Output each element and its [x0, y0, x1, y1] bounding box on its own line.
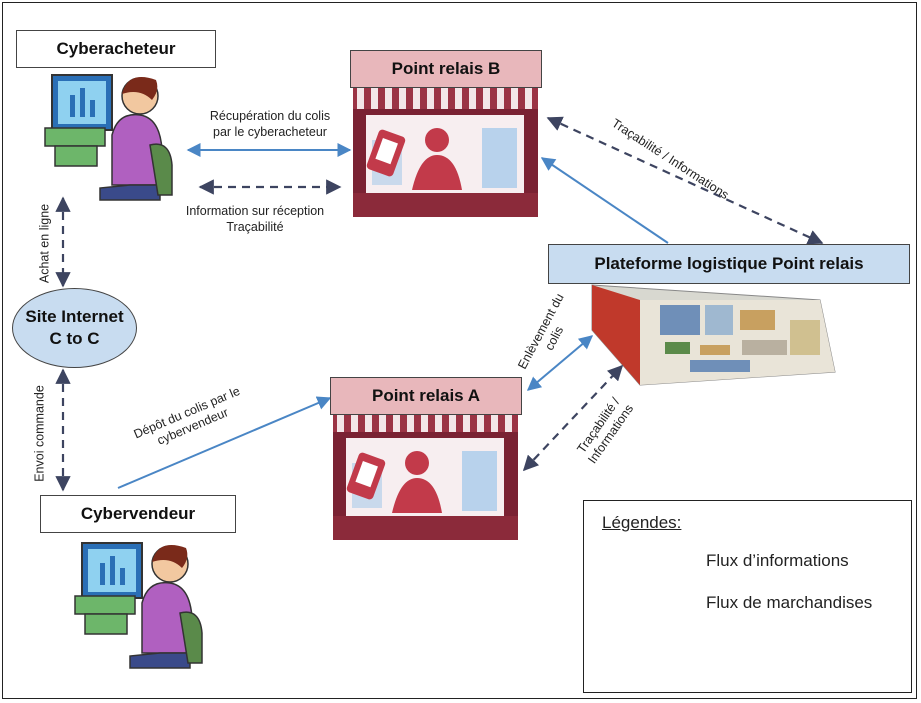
point-relais-b-label: Point relais B	[391, 59, 501, 78]
cybervendeur-label: Cybervendeur	[80, 504, 196, 523]
label-envoi: Envoi commande	[32, 385, 47, 482]
label-info-reception-line2: Traçabilité	[226, 220, 284, 234]
arrow-tracabilite-b	[546, 116, 824, 245]
shop-b-icon	[353, 87, 538, 217]
point-relais-a-box: Point relais A	[330, 377, 522, 415]
shop-a-icon	[333, 410, 518, 540]
legend: Légendes: Flux d’informations Flux de ma…	[583, 500, 912, 693]
legend-info-flow-label: Flux d’informations	[706, 551, 849, 570]
cyberacheteur-label: Cyberacheteur	[56, 39, 176, 58]
label-info-reception: Information sur réception Traçabilité	[155, 203, 355, 235]
label-recuperation-line1: Récupération du colis	[209, 109, 331, 123]
arrow-plateforme-to-b	[540, 157, 669, 244]
cybervendeur-box: Cybervendeur	[40, 495, 236, 533]
cyberacheteur-user-icon	[44, 74, 173, 201]
arrow-tracabilite-a	[522, 364, 624, 472]
point-relais-a-label: Point relais A	[371, 386, 480, 405]
cyberacheteur-box: Cyberacheteur	[16, 30, 216, 68]
plateforme-label: Plateforme logistique Point relais	[594, 254, 864, 273]
site-internet-line1: Site Internet	[25, 307, 124, 326]
cybervendeur-user-icon	[74, 542, 203, 669]
site-internet-line2: C to C	[49, 329, 100, 348]
legend-goods-flow-label: Flux de marchandises	[706, 593, 873, 612]
label-achat: Achat en ligne	[37, 203, 52, 284]
site-internet-ellipse: Site Internet C to C	[12, 288, 137, 368]
label-info-reception-line1: Information sur réception	[185, 204, 325, 218]
label-recuperation: Récupération du colis par le cyberachete…	[185, 108, 355, 140]
legend-title: Légendes:	[602, 513, 682, 532]
warehouse-icon	[591, 284, 836, 386]
plateforme-box: Plateforme logistique Point relais	[548, 244, 910, 284]
point-relais-b-box: Point relais B	[350, 50, 542, 88]
arrow-depot	[117, 396, 332, 489]
label-recuperation-line2: par le cyberacheteur	[213, 125, 327, 139]
